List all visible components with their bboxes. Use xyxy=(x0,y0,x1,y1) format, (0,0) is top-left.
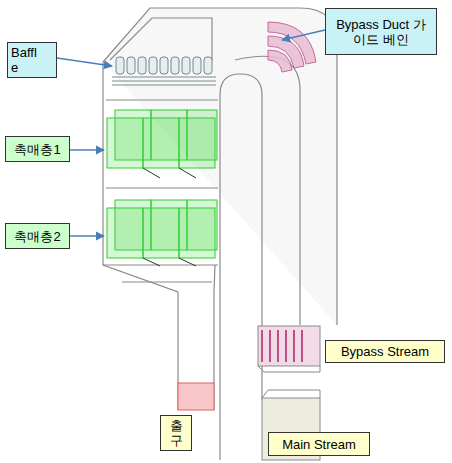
leader-arrows xyxy=(57,30,325,236)
callout-box: Main Stream xyxy=(268,432,370,456)
callout-label: 출구 xyxy=(165,418,187,448)
catalyst-layer-2 xyxy=(107,200,217,266)
callout-label: Bypass Stream xyxy=(341,344,429,359)
callout-label: Bypass Duct 가이드 베인 xyxy=(330,17,432,47)
outlet-face xyxy=(178,383,214,410)
callout-box: Bypass Duct 가이드 베인 xyxy=(325,8,437,55)
callout-box: Bypass Stream xyxy=(325,340,445,363)
callout-label: 촉매층1 xyxy=(14,142,60,157)
callout-box: 촉매층1 xyxy=(5,136,70,162)
bypass-guide-vanes xyxy=(268,22,316,72)
callout-label: 촉매층2 xyxy=(14,229,60,244)
callout-box: 출구 xyxy=(160,415,192,451)
catalyst-layer-1 xyxy=(107,110,217,178)
baffle-plates xyxy=(112,57,216,85)
callout-box: Baffle xyxy=(7,42,57,78)
callout-label: Baffle xyxy=(11,45,40,75)
bypass-stream-inlet xyxy=(258,326,320,372)
reactor-shell xyxy=(103,8,337,460)
callout-label: Main Stream xyxy=(282,437,356,452)
callout-box: 촉매층2 xyxy=(5,223,70,249)
